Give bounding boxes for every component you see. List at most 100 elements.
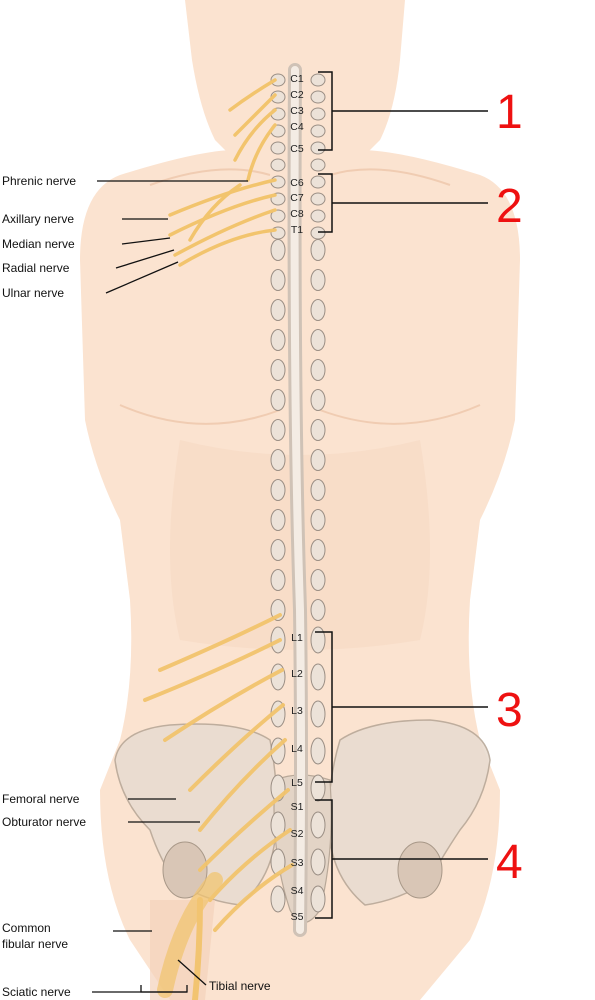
vertebral-ganglion-right-21 [310, 569, 326, 591]
vertebral-ganglion-left-5 [270, 158, 286, 172]
vertebral-ganglion-left-10 [270, 239, 286, 261]
vertebral-ganglion-right-10 [310, 239, 326, 261]
median-leader [121, 237, 171, 245]
vertebral-ganglion-left-12 [270, 299, 286, 321]
sciatic-bracket [140, 985, 188, 993]
vertebral-ganglion-right-14 [310, 359, 326, 381]
region-leaders [332, 110, 488, 860]
vertebral-ganglion-right-23 [310, 626, 326, 654]
lumbar-branch-1 [158, 613, 282, 672]
phrenic-nerve-label: Phrenic nerve [2, 174, 76, 188]
vertebral-ganglion-left-16 [270, 419, 286, 441]
vertebral-ganglion-right-30 [310, 885, 326, 913]
segment-label-l3: L3 [291, 705, 303, 717]
vertebral-ganglion-left-18 [270, 479, 286, 501]
segment-label-l5: L5 [291, 777, 303, 789]
sciatic-trunk [157, 872, 223, 998]
lumbar-branch-4 [188, 703, 285, 792]
region-label-2: 2 [496, 180, 523, 233]
region-label-4: 4 [496, 836, 523, 889]
vertebral-ganglion-left-14 [270, 359, 286, 381]
vertebral-ganglion-right-16 [310, 419, 326, 441]
lumbosacral-plexus [143, 613, 294, 1000]
segment-label-l4: L4 [291, 743, 303, 755]
vertebral-ganglion-right-27 [310, 774, 326, 802]
vertebral-ganglion-right-18 [310, 479, 326, 501]
vertebral-ganglion-right-7 [310, 192, 326, 206]
vertebral-ganglion-right-28 [310, 811, 326, 839]
lumbar-branch-2 [143, 638, 282, 702]
right-hip-joint [397, 841, 443, 899]
lumbar-branch-5 [198, 738, 287, 832]
plexus-trunk-4 [178, 228, 277, 267]
common-fibular-nerve-label-line2: fibular nerve [2, 937, 68, 951]
vertebral-ganglion-right-19 [310, 509, 326, 531]
median-nerve-label: Median nerve [2, 237, 75, 251]
vertebral-ganglion-right-29 [310, 848, 326, 876]
segment-label-s2: S2 [291, 828, 304, 840]
segment-label-s4: S4 [291, 885, 304, 897]
vertebral-ganglion-right-17 [310, 449, 326, 471]
vertebral-ganglion-right-13 [310, 329, 326, 351]
segment-label-c2: C2 [290, 89, 304, 101]
radial-nerve-label: Radial nerve [2, 261, 70, 275]
sacral-branch-3 [213, 863, 294, 932]
cervical-branch-3 [233, 108, 277, 162]
plexus-cross [188, 183, 242, 242]
vertebral-ganglion-right-24 [310, 663, 326, 691]
vertebral-ganglion-left-15 [270, 389, 286, 411]
vertebral-ganglion-right-9 [310, 226, 326, 240]
sacral-branch-1 [198, 788, 290, 872]
vertebral-ganglion-right-22 [310, 599, 326, 621]
vertebral-ganglion-left-8 [270, 209, 286, 223]
ulnar-leader [105, 261, 179, 294]
sacral-branch-2 [208, 828, 292, 902]
vertebral-ganglion-right-20 [310, 539, 326, 561]
tibial-branch [192, 897, 203, 1000]
vertebral-ganglion-right-25 [310, 700, 326, 728]
lumbar-branch-3 [163, 668, 284, 742]
plexus-trunk-2 [168, 193, 277, 237]
left-hip-joint [162, 841, 208, 899]
vertebral-ganglion-left-13 [270, 329, 286, 351]
segment-label-c3: C3 [290, 105, 304, 117]
ulnar-nerve-label: Ulnar nerve [2, 286, 64, 300]
segment-label-t1: T1 [291, 224, 303, 236]
vertebral-ganglion-right-0 [310, 73, 326, 87]
vertebral-ganglion-right-11 [310, 269, 326, 291]
segment-label-c5: C5 [290, 143, 304, 155]
vertebral-ganglion-right-12 [310, 299, 326, 321]
clavicle-contour [149, 168, 451, 186]
vertebral-ganglion-right-3 [310, 124, 326, 138]
vertebral-ganglion-right-15 [310, 389, 326, 411]
obturator-nerve-label: Obturator nerve [2, 815, 86, 829]
segment-label-l2: L2 [291, 668, 303, 680]
vertebral-ganglion-right-1 [310, 90, 326, 104]
vertebral-ganglion-left-30 [270, 885, 286, 913]
segment-label-c8: C8 [290, 208, 304, 220]
segment-label-s1: S1 [291, 801, 304, 813]
tibial-nerve-label: Tibial nerve [209, 979, 271, 993]
segment-label-c6: C6 [290, 177, 304, 189]
segment-label-c4: C4 [290, 121, 304, 133]
segment-label-c7: C7 [290, 192, 304, 204]
common-fibular-nerve-label-line1: Common [2, 921, 51, 935]
cervical-branch-4 [246, 123, 277, 182]
segment-label-s5: S5 [291, 911, 304, 923]
vertebral-ganglion-left-11 [270, 269, 286, 291]
vertebral-ganglion-left-21 [270, 569, 286, 591]
radial-leader [115, 249, 175, 269]
vertebral-ganglion-left-17 [270, 449, 286, 471]
vertebral-ganglion-right-8 [310, 209, 326, 223]
segment-label-s3: S3 [291, 857, 304, 869]
segment-label-l1: L1 [291, 632, 303, 644]
tibial-leader [177, 959, 207, 986]
region-label-3: 3 [496, 684, 523, 737]
vertebral-ganglion-right-2 [310, 107, 326, 121]
sciatic-nerve-label: Sciatic nerve [2, 985, 71, 999]
vertebral-ganglion-left-4 [270, 141, 286, 155]
axillary-nerve-label: Axillary nerve [2, 212, 74, 226]
plexus-trunk-3 [173, 208, 277, 257]
